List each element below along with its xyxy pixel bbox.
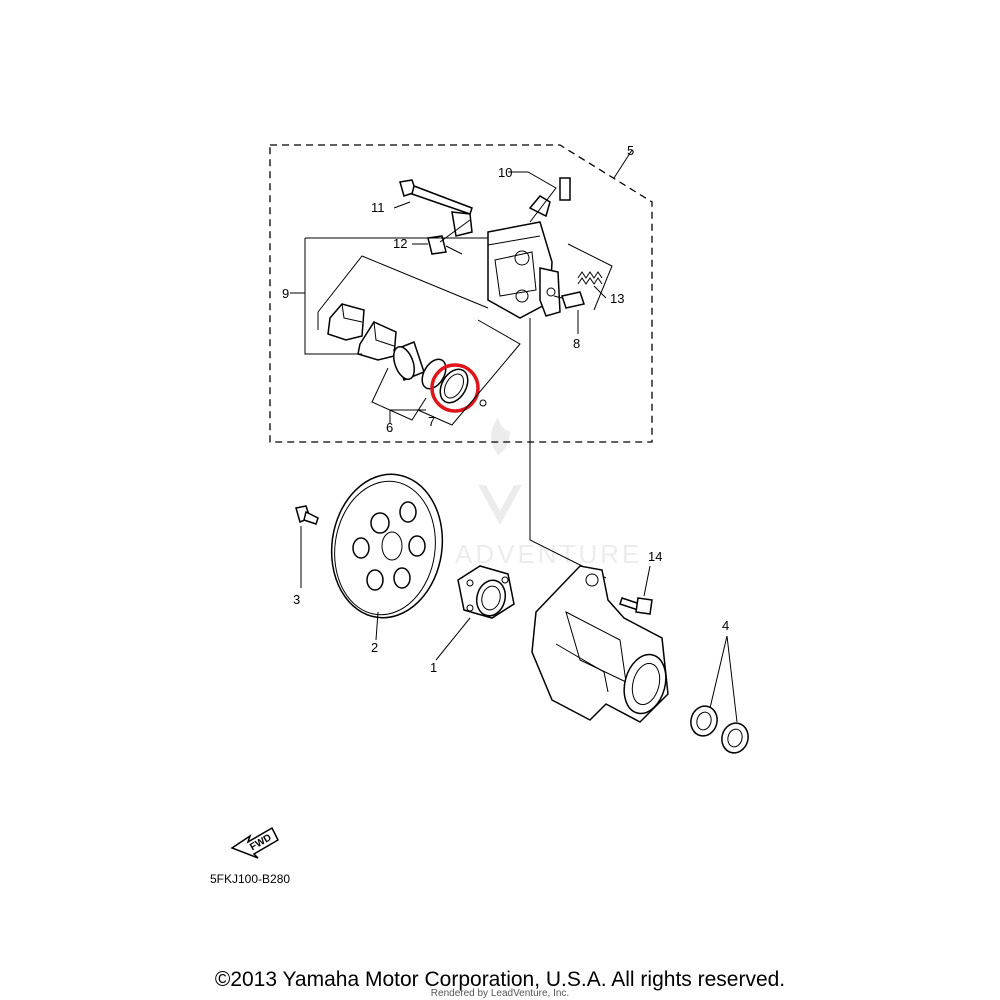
bolt-8 [553,291,585,309]
piston-6 [392,341,425,381]
caliper-bolt-11 [399,179,473,237]
brake-pad-lower [357,321,397,361]
fwd-arrow-icon: FWD [230,826,279,859]
label-part-4: 4 [722,618,729,633]
label-part-6: 6 [386,420,393,435]
label-part-5: 5 [627,143,634,158]
lock-nut-4a [690,705,718,737]
rendered-by-note: Rendered by LeadVenture, Inc. [430,988,570,999]
piston-seal-7 [421,358,487,407]
brake-pad-upper [327,303,365,341]
disc-bolt-3 [295,505,319,525]
caliper-mount-line [529,318,607,579]
lock-nut-4b [721,722,749,754]
hub-1 [457,565,515,619]
label-part-8: 8 [573,336,580,351]
bolt-14 [619,597,653,615]
caliper-assembly-boundary [269,144,653,443]
label-part-13: 13 [610,291,624,306]
spring-13 [577,271,603,285]
label-part-11: 11 [371,200,385,215]
copyright-notice: ©2013 Yamaha Motor Corporation, U.S.A. A… [214,968,786,991]
label-part-2: 2 [371,640,378,655]
label-part-10: 10 [498,165,512,180]
label-part-12: 12 [393,236,407,251]
watermark-text: ADVENTURE [455,539,642,569]
assembly-leaders [290,171,613,426]
axle-carrier [531,565,669,723]
brake-disc [330,473,444,619]
label-part-1: 1 [430,660,437,675]
bleed-screw [528,177,571,218]
label-part-14: 14 [648,549,662,564]
watermark: ADVENTURE [455,417,642,569]
label-part-7: 7 [428,414,435,429]
label-part-3: 3 [293,592,300,607]
diagram-code: 5FKJ100-B280 [210,872,290,886]
lower-leaders [300,149,738,723]
highlight-circle [430,363,480,413]
part-labels: 1 2 3 4 5 6 7 8 9 10 11 12 13 14 [282,143,729,675]
label-part-9: 9 [282,286,289,301]
caliper-body [487,221,561,319]
